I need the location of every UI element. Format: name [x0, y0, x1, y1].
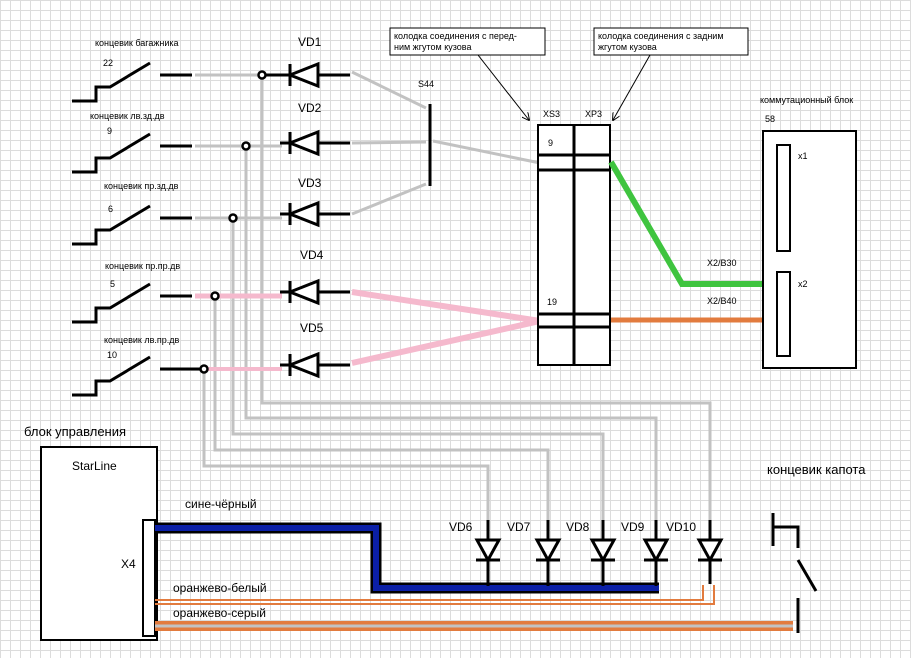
control-unit-connector-label: X4	[121, 557, 136, 571]
switching-block-number: 58	[765, 114, 775, 124]
switching-block-title: коммутационный блок	[760, 95, 853, 105]
switch-trunk	[72, 61, 192, 103]
control-unit	[40, 446, 158, 641]
switch-label: концевик лв.зд.дв	[90, 111, 165, 121]
hood-switch	[771, 513, 818, 633]
wire-s44-connector	[432, 139, 541, 165]
switch-label: концевик пр.зд.дв	[104, 181, 179, 191]
diode-label: VD9	[621, 520, 645, 534]
wire-trunk-to-vd10	[260, 75, 712, 520]
switch-number: 22	[103, 58, 113, 68]
diode-vd7	[534, 520, 562, 586]
connector-xp3-label: XP3	[585, 109, 602, 119]
gray-bus-wires	[202, 75, 712, 520]
connector-pin-label: 19	[547, 297, 557, 307]
wire-orange-white-2	[155, 585, 715, 605]
diode-output-wires	[351, 70, 541, 366]
switch-output-wires	[192, 73, 282, 371]
switch-left-rear-door	[72, 132, 192, 174]
wire-label-orange-grey: оранжево-серый	[173, 606, 266, 620]
diode-label: VD4	[300, 248, 324, 262]
switch-label: концевик лв.пр.дв	[104, 335, 179, 345]
wire-label-b30: X2/B30	[707, 258, 737, 268]
hood-switch-label: концевик капота	[767, 462, 866, 477]
junction-dot	[228, 213, 238, 223]
wire-vd5-connector	[351, 318, 541, 366]
diode-vd6	[474, 520, 502, 586]
control-unit-title: блок управления	[24, 424, 126, 439]
wire-lzd-to-vd9	[244, 146, 658, 520]
connector-pin-label: 9	[548, 138, 553, 148]
control-unit-brand: StarLine	[72, 459, 117, 473]
switch-right-front-door	[72, 282, 192, 324]
junction-dot	[210, 291, 220, 301]
wire-label-orange-white: оранжево-белый	[173, 581, 267, 595]
control-unit-connector-x4	[142, 519, 156, 637]
wire-pzd-to-vd8	[231, 218, 605, 520]
callout-line: ним жгутом кузова	[394, 42, 471, 52]
wire-vd2-s44	[351, 140, 427, 145]
junction-dot	[199, 364, 209, 374]
switch-number: 5	[110, 279, 115, 289]
wire-green-b30	[608, 160, 763, 287]
switch-left-front-door	[72, 355, 192, 397]
diode-label: VD3	[298, 176, 322, 190]
socket-x1	[776, 144, 791, 252]
switch-number: 10	[107, 350, 117, 360]
diode-vd9	[642, 520, 670, 586]
diode-label: VD8	[566, 520, 590, 534]
diode-label: VD2	[298, 101, 322, 115]
wire-lpd-to-vd6	[202, 369, 490, 520]
socket-x2-label: x2	[798, 279, 808, 289]
diode-label: VD6	[449, 520, 473, 534]
wire-label-blue-black: сине-чёрный	[185, 497, 257, 511]
wire-vd1-s44	[351, 70, 427, 110]
socket-x2	[776, 271, 791, 357]
socket-x1-label: x1	[798, 151, 808, 161]
diode-vd8	[589, 520, 617, 586]
connector-xs3-label: XS3	[543, 109, 560, 119]
callout-line: колодка соединения с задним	[598, 31, 724, 41]
switch-label: концевик багажника	[95, 38, 179, 48]
wire-label-b40: X2/B40	[707, 296, 737, 306]
junction-dot	[257, 70, 267, 80]
diode-label: VD7	[507, 520, 531, 534]
wire-blue-black	[155, 525, 659, 591]
wire-ppd-to-vd7	[213, 296, 550, 520]
switch-number: 6	[108, 204, 113, 214]
diode-vd5	[280, 351, 350, 379]
diode-vd4	[280, 278, 350, 306]
callout-arrow	[613, 54, 651, 120]
callout-rear-harness: колодка соединения с задним жгутом кузов…	[593, 27, 749, 120]
diode-vd1	[280, 61, 350, 89]
diode-label: VD1	[298, 35, 322, 49]
diode-label: VD5	[300, 321, 324, 335]
callout-line: жгутом кузова	[598, 42, 657, 52]
switching-block	[762, 130, 857, 369]
diode-vd2	[280, 129, 350, 157]
wire-orange-white	[155, 585, 704, 601]
diode-vd3	[280, 200, 350, 228]
diode-label: VD10	[666, 520, 696, 534]
wire-vd3-s44	[351, 182, 427, 216]
switch-label: концевик пр.пр.дв	[105, 261, 180, 271]
switch-right-rear-door	[72, 204, 192, 246]
wire-blue-black-outline	[155, 522, 659, 594]
diode-vd10	[696, 520, 724, 584]
connector-xs3-xp3	[537, 124, 611, 366]
callout-front-harness: колодка соединения с перед- ним жгутом к…	[389, 27, 546, 120]
switch-number: 9	[107, 126, 112, 136]
callout-line: колодка соединения с перед-	[394, 31, 517, 41]
callout-arrow	[477, 54, 529, 120]
wire-vd4-connector	[351, 289, 541, 324]
junction-dot	[241, 141, 251, 151]
s44-label: S44	[418, 79, 434, 89]
